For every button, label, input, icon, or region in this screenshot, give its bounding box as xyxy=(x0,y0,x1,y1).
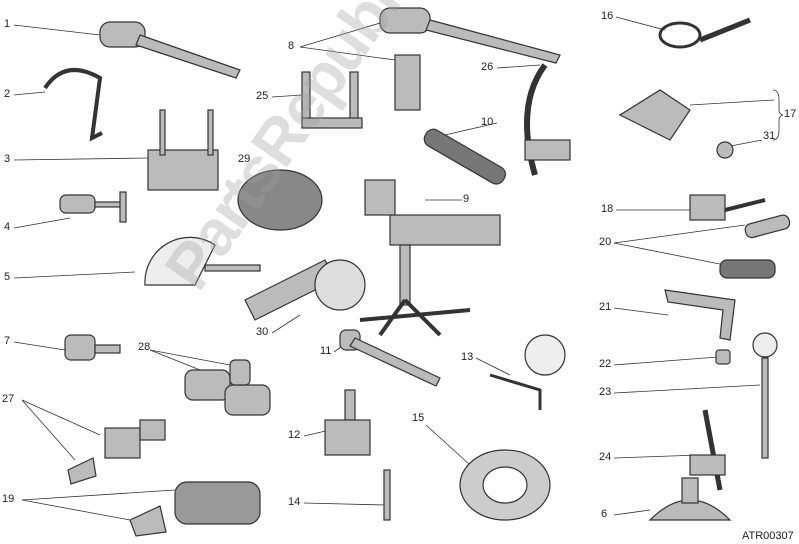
leader-lines xyxy=(13,16,784,521)
callout-18: 18 xyxy=(601,203,614,215)
callout-14: 14 xyxy=(288,496,301,508)
callout-28: 28 xyxy=(138,341,151,353)
callout-11: 11 xyxy=(320,345,332,357)
callout-24: 24 xyxy=(599,451,612,463)
callout-2: 2 xyxy=(4,88,11,100)
callout-23: 23 xyxy=(599,386,612,398)
callout-1: 1 xyxy=(4,18,11,30)
callout-15: 15 xyxy=(412,412,425,424)
callout-29: 29 xyxy=(238,153,251,165)
callout-21: 21 xyxy=(599,301,612,313)
callout-7: 7 xyxy=(4,335,11,347)
callout-4: 4 xyxy=(4,221,11,233)
callout-5: 5 xyxy=(4,271,11,283)
callout-19: 19 xyxy=(2,493,15,505)
callout-30: 30 xyxy=(256,326,269,338)
callout-16: 16 xyxy=(601,10,614,22)
callout-25: 25 xyxy=(256,90,269,102)
callout-22: 22 xyxy=(599,358,612,370)
callout-17: 17 xyxy=(784,108,797,120)
callout-8: 8 xyxy=(288,40,295,52)
callout-20: 20 xyxy=(599,236,612,248)
callout-10: 10 xyxy=(481,116,494,128)
callout-31: 31 xyxy=(763,130,776,142)
callout-3: 3 xyxy=(4,153,11,165)
callout-27: 27 xyxy=(2,393,15,405)
tool-shapes xyxy=(43,7,791,537)
callout-13: 13 xyxy=(461,351,474,363)
callout-26: 26 xyxy=(481,61,494,73)
diagram-code: ATR00307 xyxy=(742,530,794,542)
callout-6: 6 xyxy=(601,508,608,520)
callout-12: 12 xyxy=(288,429,301,441)
callout-9: 9 xyxy=(463,193,470,205)
